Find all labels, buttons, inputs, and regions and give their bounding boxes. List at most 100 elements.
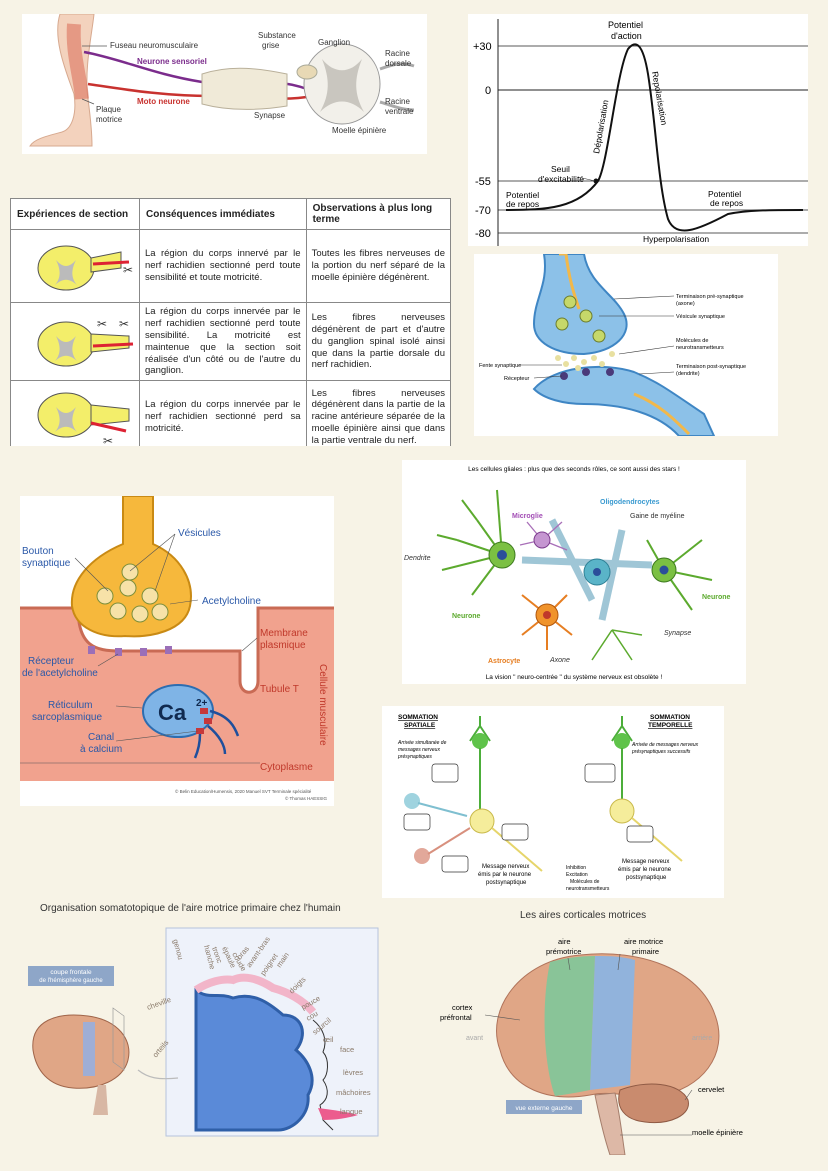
somato-diagram: coupe frontale de l'hémisphère gauche ge…: [28, 927, 379, 1137]
label-acetylcholine: Acetylcholine: [202, 596, 261, 607]
label-repos-right-2: de repos: [710, 198, 743, 208]
reflex-arc-diagram: Fuseau neuromusculaire Neurone sensoriel…: [29, 14, 415, 147]
glia-title: Les cellules gliales : plus que des seco…: [468, 466, 680, 473]
section-table: Expériences de section Conséquences immé…: [10, 198, 451, 446]
action-arrow-pre: [559, 254, 581, 310]
recordings: [403, 763, 654, 873]
presynaptic-terminal: [532, 254, 628, 356]
synapse-panel: Terminaison pré-synaptique (axone) Vésic…: [474, 254, 778, 436]
homunculus-strip: [193, 973, 317, 1015]
brain-small: [32, 1014, 130, 1089]
label-axone: Axone: [549, 657, 570, 664]
glia-footer: La vision " neuro-centrée " du système n…: [486, 674, 663, 681]
vesicle: [555, 317, 569, 331]
receptors: [560, 368, 614, 380]
postsyn-soma-temporal: [609, 798, 635, 824]
myelin-sheath: [521, 518, 653, 621]
leader-lines: [519, 295, 675, 379]
legend-excitation: Excitation: [566, 872, 588, 878]
msg-temporal-1: Message nerveux: [622, 859, 669, 865]
presyn-green-soma-temporal: [614, 733, 630, 749]
microglia: [533, 531, 551, 549]
msg-spatial-1: Message nerveux: [482, 864, 529, 870]
label-racine-ventrale-2: ventrale: [385, 107, 414, 116]
neuron-left-nucleus: [497, 550, 507, 560]
cerebellum: [618, 1083, 689, 1124]
vesicles-group: [96, 563, 169, 623]
nmj-diagram: Ca 2+ Bouton synaptique Vésicules Acetyl…: [20, 496, 334, 801]
spatiale-desc-1: Arrivée simultanée de: [397, 740, 447, 746]
postsyn-soma-spatial: [469, 808, 495, 834]
label-levres: lèvres: [343, 1068, 363, 1077]
leader-plaque: [81, 98, 95, 105]
brainstem: [594, 1092, 626, 1155]
ca-label: Ca: [158, 700, 187, 725]
label-bouton-2: synaptique: [22, 558, 71, 569]
msg-spatial-3: postsynaptique: [486, 880, 527, 886]
label-repos-left-1: Potentiel: [506, 190, 539, 200]
glia-diagram: Les cellules gliales : plus que des seco…: [404, 466, 731, 681]
action-arrow-post: [633, 392, 691, 436]
label-seuil-2: d'excitabilité: [538, 174, 584, 184]
leader-lines: [20, 533, 260, 764]
face-profile: [312, 1019, 334, 1131]
label-motrice-2: primaire: [632, 947, 659, 956]
tongue-shape: [318, 1108, 358, 1120]
label-plaque: Plaque: [96, 105, 121, 114]
label-moelle: Moelle épinière: [332, 126, 387, 135]
presyn-pink-axon: [427, 827, 471, 855]
ach-receptors: [88, 646, 172, 656]
label-peak-2: d'action: [611, 31, 642, 41]
label-cytoplasme: Cytoplasme: [260, 762, 313, 773]
label-racine-ventrale-1: Racine: [385, 97, 410, 106]
label-recepteur: Récepteur: [504, 376, 530, 382]
section-table-panel: Expériences de section Conséquences immé…: [10, 198, 451, 446]
tick-zero: 0: [485, 85, 491, 97]
calcium-arrows: [193, 709, 240, 759]
leader-lines: [484, 953, 693, 1136]
vesicle: [579, 309, 593, 323]
scissors-icon: ✂: [123, 263, 133, 277]
label-reticulum-1: Réticulum: [48, 700, 92, 711]
label-avant: avant: [466, 1035, 483, 1042]
label-bouton-1: Bouton: [22, 546, 54, 557]
leader-seuil: [577, 176, 596, 182]
temporelle-desc-2: présynaptiques successifs: [631, 749, 691, 755]
presyn-blue-soma: [404, 793, 420, 809]
label-recepteur-2: de l'acetylcholine: [22, 668, 98, 679]
ganglion-shape: [296, 64, 318, 80]
cell-observation: Toutes les fibres nerveuses de la portio…: [305, 229, 451, 303]
label-motrice: motrice: [96, 115, 123, 124]
cortex-section: [194, 986, 314, 1132]
somato-title: Organisation somatotopique de l'aire mot…: [40, 903, 341, 914]
section-illustration-3: ✂: [10, 380, 140, 446]
action-potential-chart: +30 0 -55 -70 -80 Potentiel d'action Dép…: [473, 19, 808, 246]
grey-matter-shape: [55, 335, 77, 361]
label-moto-neurone: Moto neurone: [137, 97, 190, 106]
presyn-pink-soma: [414, 848, 430, 864]
label-motrice-1: aire motrice: [624, 937, 663, 946]
label-pre-2: (axone): [676, 301, 695, 307]
legend-molecules-2: neurotransmetteurs: [566, 886, 610, 892]
label-moelle: moelle épinière: [692, 1128, 743, 1137]
label-membrane-1: Membrane: [260, 628, 308, 639]
vesicle: [563, 295, 577, 309]
presyn-green-soma: [472, 733, 488, 749]
table-row: ✂ La région du corps innervé par le nerf…: [10, 229, 451, 303]
postsynaptic-terminal: [532, 365, 716, 436]
tick-minus70: -70: [475, 205, 491, 217]
label-gaine: Gaine de myéline: [630, 513, 685, 520]
dorsal-root: [379, 62, 415, 71]
ca-superscript: 2+: [196, 698, 208, 709]
label-cervelet: cervelet: [698, 1085, 725, 1094]
label-post: Terminaison post-synaptique: [676, 364, 746, 370]
nmj-panel: Ca 2+ Bouton synaptique Vésicules Acetyl…: [20, 496, 334, 806]
postsyn-axon-spatial: [491, 827, 543, 872]
label-membrane-2: plasmique: [260, 640, 306, 651]
legend-inhibition: Inhibition: [566, 865, 586, 871]
label-temporelle-2: TEMPORELLE: [648, 722, 693, 729]
credit-2: © Thomas HAESSIG: [285, 795, 327, 801]
section-illustration-2: ✂ ✂: [10, 301, 140, 382]
grey-matter: [320, 59, 364, 112]
neuron-right-nucleus: [659, 565, 669, 575]
